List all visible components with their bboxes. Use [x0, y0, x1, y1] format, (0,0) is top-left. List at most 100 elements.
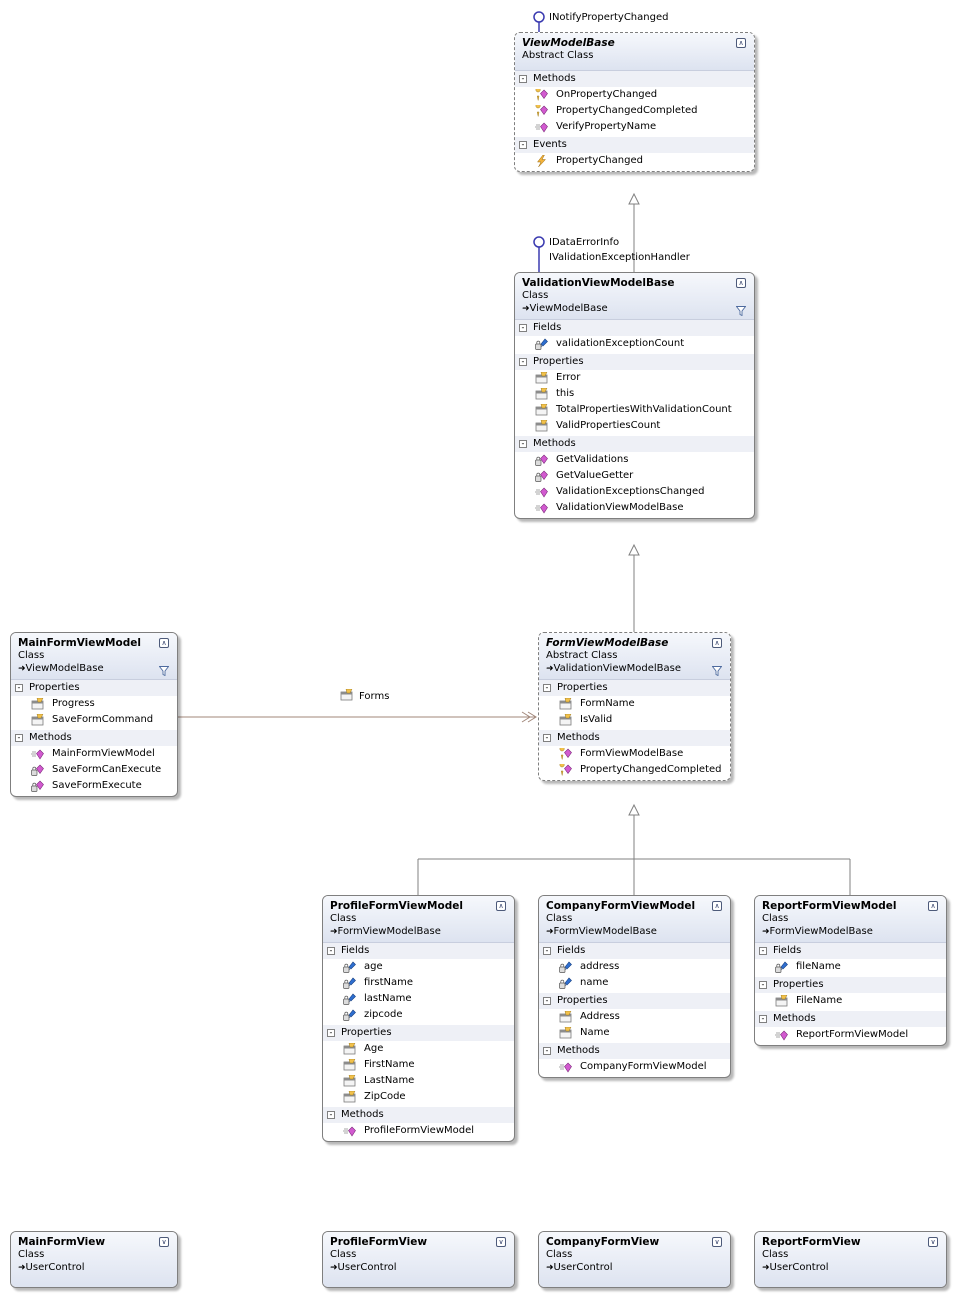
- member-item[interactable]: FirstName: [323, 1057, 514, 1073]
- collapse-chevron-icon[interactable]: ∧: [736, 278, 746, 288]
- section-header[interactable]: -Methods: [323, 1107, 514, 1123]
- member-item[interactable]: Progress: [11, 696, 177, 712]
- member-item[interactable]: address: [539, 959, 730, 975]
- section-header[interactable]: -Properties: [515, 354, 754, 370]
- section-header[interactable]: -Properties: [539, 680, 730, 696]
- collapse-section-icon[interactable]: -: [15, 734, 23, 742]
- member-item[interactable]: SaveFormCanExecute: [11, 762, 177, 778]
- section-header[interactable]: -Methods: [755, 1011, 946, 1027]
- member-item[interactable]: GetValueGetter: [515, 468, 754, 484]
- collapse-section-icon[interactable]: -: [543, 1047, 551, 1055]
- member-item[interactable]: firstName: [323, 975, 514, 991]
- collapse-section-icon[interactable]: -: [759, 981, 767, 989]
- section-header[interactable]: -Properties: [323, 1025, 514, 1041]
- filter-icon[interactable]: [712, 666, 722, 676]
- collapse-chevron-icon[interactable]: ∧: [712, 638, 722, 648]
- member-item[interactable]: PropertyChangedCompleted: [515, 103, 754, 119]
- section-header[interactable]: -Fields: [539, 943, 730, 959]
- collapse-section-icon[interactable]: -: [543, 734, 551, 742]
- member-item[interactable]: LastName: [323, 1073, 514, 1089]
- collapse-chevron-icon[interactable]: ∧: [736, 38, 746, 48]
- member-item[interactable]: lastName: [323, 991, 514, 1007]
- filter-icon[interactable]: [736, 306, 746, 316]
- collapse-section-icon[interactable]: -: [327, 1029, 335, 1037]
- member-item[interactable]: ValidationViewModelBase: [515, 500, 754, 516]
- collapse-chevron-icon[interactable]: ∧: [159, 638, 169, 648]
- section-header[interactable]: -Properties: [11, 680, 177, 696]
- collapse-section-icon[interactable]: -: [759, 947, 767, 955]
- member-item[interactable]: SaveFormCommand: [11, 712, 177, 728]
- collapse-section-icon[interactable]: -: [519, 440, 527, 448]
- section-header[interactable]: -Properties: [539, 993, 730, 1009]
- collapse-section-icon[interactable]: -: [759, 1015, 767, 1023]
- collapse-chevron-icon[interactable]: ∧: [496, 901, 506, 911]
- collapse-section-icon[interactable]: -: [519, 358, 527, 366]
- section-header[interactable]: -Methods: [11, 730, 177, 746]
- member-item[interactable]: ZipCode: [323, 1089, 514, 1105]
- member-item[interactable]: FileName: [755, 993, 946, 1009]
- member-item[interactable]: ValidationExceptionsChanged: [515, 484, 754, 500]
- member-item[interactable]: ProfileFormViewModel: [323, 1123, 514, 1139]
- member-item[interactable]: PropertyChangedCompleted: [539, 762, 730, 778]
- member-item[interactable]: Error: [515, 370, 754, 386]
- member-item[interactable]: GetValidations: [515, 452, 754, 468]
- section-header[interactable]: -Methods: [539, 730, 730, 746]
- collapse-section-icon[interactable]: -: [519, 324, 527, 332]
- member-item[interactable]: this: [515, 386, 754, 402]
- member-item[interactable]: zipcode: [323, 1007, 514, 1023]
- member-item[interactable]: Address: [539, 1009, 730, 1025]
- member-item[interactable]: PropertyChanged: [515, 153, 754, 169]
- member-item[interactable]: SaveFormExecute: [11, 778, 177, 794]
- expand-chevron-icon[interactable]: ∨: [712, 1237, 722, 1247]
- member-item[interactable]: FormViewModelBase: [539, 746, 730, 762]
- member-item[interactable]: fileName: [755, 959, 946, 975]
- expand-chevron-icon[interactable]: ∨: [928, 1237, 938, 1247]
- member-item[interactable]: FormName: [539, 696, 730, 712]
- member-item[interactable]: Age: [323, 1041, 514, 1057]
- collapse-section-icon[interactable]: -: [327, 1111, 335, 1119]
- filter-icon[interactable]: [159, 666, 169, 676]
- member-item[interactable]: Name: [539, 1025, 730, 1041]
- collapse-section-icon[interactable]: -: [543, 947, 551, 955]
- section-header[interactable]: -Fields: [323, 943, 514, 959]
- collapse-section-icon[interactable]: -: [519, 75, 527, 83]
- member-item[interactable]: age: [323, 959, 514, 975]
- member-item[interactable]: IsValid: [539, 712, 730, 728]
- collapse-chevron-icon[interactable]: ∧: [928, 901, 938, 911]
- section-header[interactable]: -Methods: [539, 1043, 730, 1059]
- collapse-section-icon[interactable]: -: [519, 141, 527, 149]
- member-item[interactable]: TotalPropertiesWithValidationCount: [515, 402, 754, 418]
- section-header[interactable]: -Methods: [515, 71, 754, 87]
- collapse-chevron-icon[interactable]: ∧: [712, 901, 722, 911]
- member-item[interactable]: validationExceptionCount: [515, 336, 754, 352]
- collapse-section-icon[interactable]: -: [543, 684, 551, 692]
- section-header[interactable]: -Properties: [755, 977, 946, 993]
- association-label-forms[interactable]: Forms: [340, 689, 389, 704]
- collapse-section-icon[interactable]: -: [543, 997, 551, 1005]
- member-item[interactable]: CompanyFormViewModel: [539, 1059, 730, 1075]
- expand-chevron-icon[interactable]: ∨: [496, 1237, 506, 1247]
- member-item[interactable]: ReportFormViewModel: [755, 1027, 946, 1043]
- section-header[interactable]: -Events: [515, 137, 754, 153]
- section-header[interactable]: -Methods: [515, 436, 754, 452]
